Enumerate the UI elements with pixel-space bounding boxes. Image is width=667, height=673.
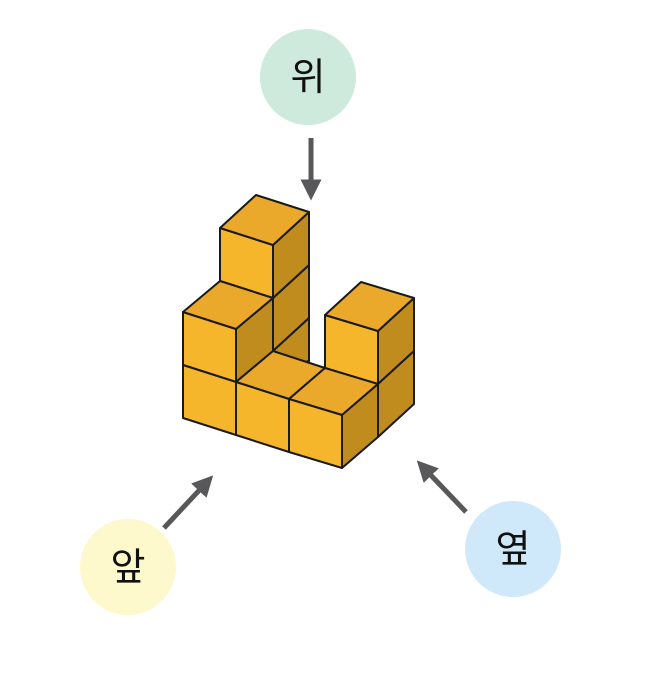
side-view-circle <box>465 501 561 597</box>
cube-structure <box>182 194 415 469</box>
cube <box>219 194 310 299</box>
front-view-label: 앞 <box>80 519 176 615</box>
cube-top-face <box>182 280 274 330</box>
side-view-text: 옆 <box>496 527 531 571</box>
top-view-text: 위 <box>291 55 326 99</box>
top-view-label: 위 <box>260 29 356 125</box>
side-view-label: 옆 <box>465 501 561 597</box>
cube-top-face <box>324 281 415 332</box>
front-view-text: 앞 <box>111 545 146 589</box>
cube-side-face <box>341 383 379 469</box>
cube <box>182 280 274 383</box>
front-view-arrow <box>162 475 214 530</box>
front-view-circle <box>80 519 176 615</box>
top-view-circle <box>260 29 356 125</box>
cube <box>288 383 379 469</box>
cube-top-face <box>219 194 310 246</box>
cube <box>324 281 415 385</box>
side-view-arrow <box>416 460 468 514</box>
